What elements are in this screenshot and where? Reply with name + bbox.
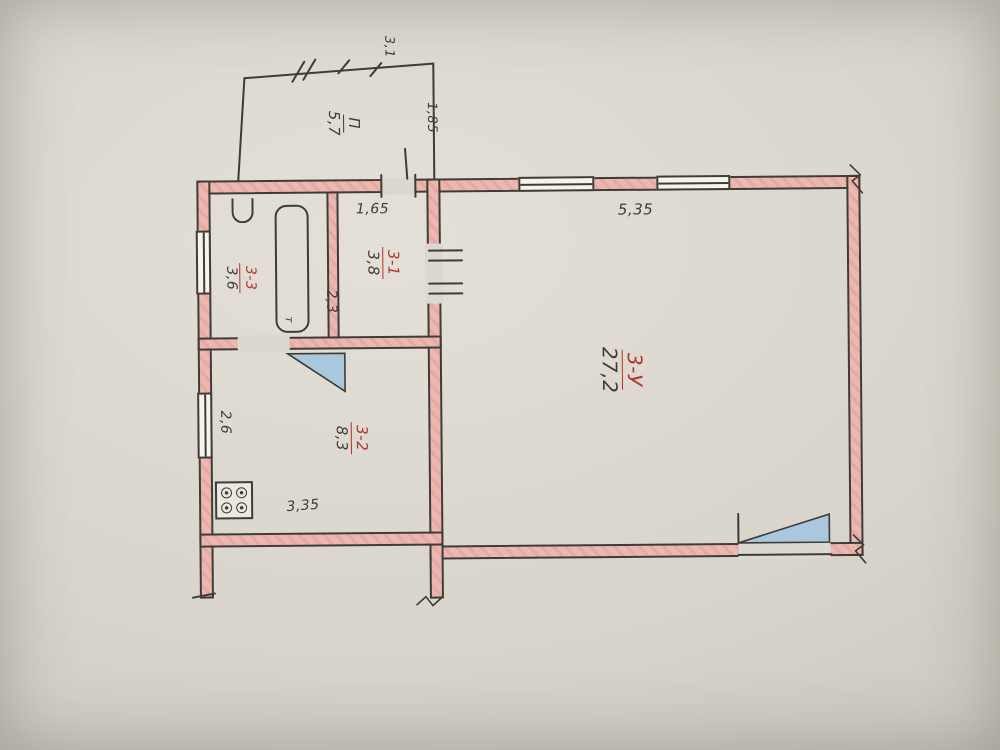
- balcony-break-tick-1: [291, 60, 306, 83]
- opening-entrance-door: [738, 540, 831, 559]
- wall-interior-vertical: [326, 191, 340, 339]
- sink: [231, 198, 254, 224]
- room-area: 3,8: [364, 250, 383, 276]
- bathtub-tap-mark: т: [282, 316, 296, 324]
- wall-right: [846, 174, 864, 556]
- room-id: 3-1: [382, 246, 402, 280]
- bathtub: [274, 204, 310, 333]
- dimension-tick-1: [337, 59, 351, 75]
- wall-bottom-kitchen: [199, 531, 444, 548]
- window-top-right: [656, 174, 731, 191]
- room-area: 27,2: [597, 346, 622, 394]
- dim-balcony-width: 3,1: [381, 35, 397, 59]
- room-id: 3-2: [350, 422, 371, 455]
- room-label-3-1: 3-1 3,8: [364, 246, 402, 280]
- dim-room32-height: 2,6: [217, 410, 234, 435]
- opening-balcony-door: [381, 176, 416, 196]
- stove-burner: [235, 487, 248, 499]
- room-area: 8,3: [332, 425, 352, 452]
- window-left-bathroom: [195, 230, 212, 295]
- stove-burner: [221, 502, 233, 514]
- dim-balcony-depth: 1,85: [423, 102, 440, 134]
- stove: [214, 481, 254, 520]
- closet-triangle: [285, 352, 346, 393]
- balcony-break-tick-2: [302, 58, 317, 81]
- opening-serving-window: [424, 243, 444, 304]
- window-left-kitchen: [197, 392, 213, 459]
- room-id: 3-3: [239, 262, 258, 294]
- entrance-door-triangle: [738, 513, 831, 544]
- dim-room31-width: 1,65: [355, 201, 390, 218]
- balcony-area: 5,7: [325, 110, 344, 137]
- stove-burner: [220, 487, 233, 499]
- window-top-left: [518, 176, 595, 192]
- wall-interior-horizontal: [197, 335, 442, 351]
- dim-room31-depth: 2,3: [323, 289, 340, 314]
- room-label-3-2: 3-2 8,3: [332, 422, 371, 455]
- dimension-tick-2: [369, 62, 383, 78]
- balcony-label: П 5,7: [325, 110, 363, 137]
- stove-burner: [236, 502, 248, 514]
- room-area: 3,6: [223, 266, 240, 291]
- room-label-3-3: 3-3 3,6: [223, 262, 258, 294]
- room-label-3-y: 3-У 27,2: [597, 346, 647, 394]
- dim-room32-width: 3,35: [285, 496, 321, 516]
- dim-living-width: 5,35: [617, 200, 654, 219]
- balcony-id: П: [343, 114, 363, 133]
- balcony-door-frame-line: [404, 147, 409, 180]
- opening-interior-door: [237, 334, 290, 353]
- room-id: 3-У: [621, 349, 647, 390]
